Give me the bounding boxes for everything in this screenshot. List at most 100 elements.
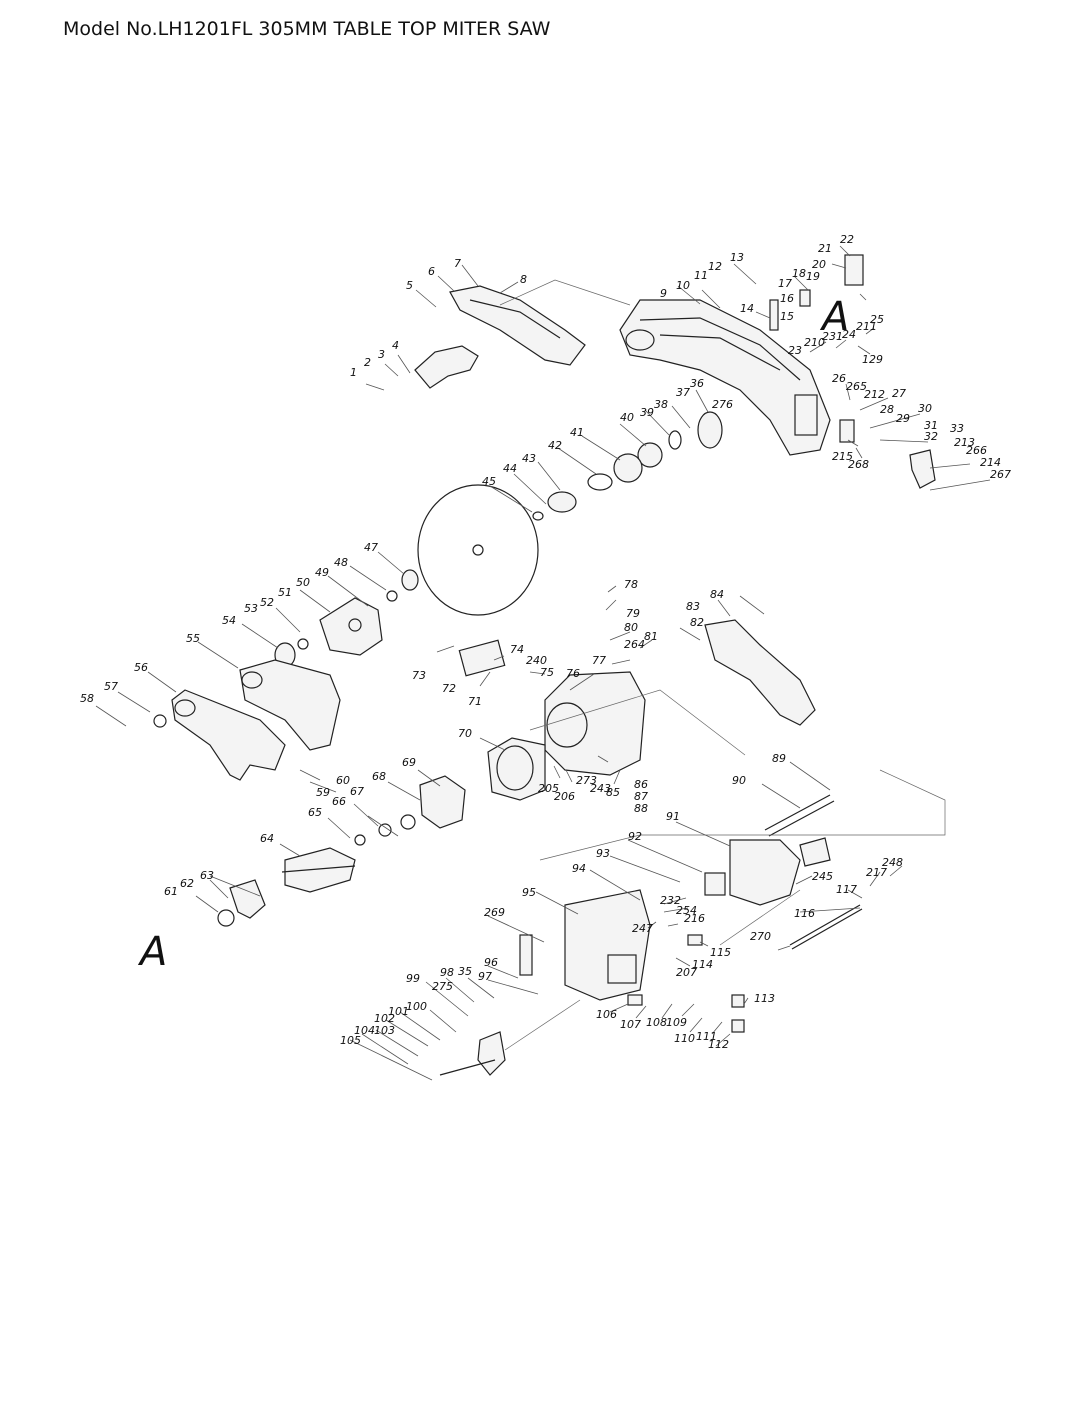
callout-70: 70 [458, 727, 472, 740]
callout-61: 61 [164, 885, 178, 898]
callout-59: 59 [316, 786, 330, 799]
callout-248: 248 [882, 856, 903, 869]
callout-1: 1 [350, 366, 357, 379]
callout-60: 60 [336, 774, 350, 787]
leader-lines [95, 245, 991, 1081]
callout-92: 92 [628, 830, 642, 843]
callout-13: 13 [730, 251, 744, 264]
callout-106: 106 [596, 1008, 617, 1021]
callout-labels: 1 2 3 4 5 6 7 8 9 10 11 12 13 14 15 16 1… [80, 233, 1011, 1051]
section-marker-a-bottom: A [137, 929, 167, 975]
callout-96: 96 [484, 956, 498, 969]
callout-95: 95 [522, 886, 536, 899]
cover-washer [153, 714, 167, 728]
callout-63: 63 [200, 869, 214, 882]
callout-80: 80 [624, 621, 638, 634]
callout-107: 107 [620, 1018, 641, 1031]
callout-29: 29 [896, 412, 910, 425]
callout-270: 270 [750, 930, 771, 943]
callout-69: 69 [402, 756, 416, 769]
callout-21: 21 [818, 242, 832, 255]
callout-16: 16 [780, 292, 794, 305]
callout-9: 9 [660, 287, 667, 300]
callout-72: 72 [442, 682, 456, 695]
callout-83: 83 [686, 600, 700, 613]
handle-arm [704, 619, 816, 726]
callout-38: 38 [654, 398, 668, 411]
callout-58: 58 [80, 692, 94, 705]
handle-shaft [764, 794, 835, 837]
callout-84: 84 [710, 588, 724, 601]
motor-band [419, 775, 466, 829]
callout-78: 78 [624, 578, 638, 591]
callout-266: 266 [966, 444, 987, 457]
callout-129: 129 [862, 353, 883, 366]
callout-97: 97 [478, 970, 492, 983]
callout-51: 51 [278, 586, 292, 599]
callout-53: 53 [244, 602, 258, 615]
callout-109: 109 [666, 1016, 687, 1029]
callout-232: 232 [660, 894, 681, 907]
callout-231: 231 [822, 330, 843, 343]
callout-73: 73 [412, 669, 426, 682]
callout-41: 41 [570, 426, 584, 439]
callout-90: 90 [732, 774, 746, 787]
callout-32: 32 [924, 430, 938, 443]
callout-18: 18 [792, 267, 806, 280]
callout-79: 79 [626, 607, 640, 620]
callout-45: 45 [482, 475, 496, 488]
callout-105: 105 [340, 1034, 361, 1047]
callout-213: 213 [954, 436, 975, 449]
callout-44: 44 [503, 462, 517, 475]
callout-214: 214 [980, 456, 1001, 469]
callout-85: 85 [606, 786, 620, 799]
callout-81: 81 [644, 630, 658, 643]
callout-37: 37 [676, 386, 690, 399]
callout-14: 14 [740, 302, 754, 315]
callout-54: 54 [222, 614, 236, 627]
callout-99: 99 [406, 972, 420, 985]
callout-98: 98 [440, 966, 454, 979]
callout-88: 88 [634, 802, 648, 815]
callout-12: 12 [708, 260, 722, 273]
handle-grip [729, 837, 831, 906]
callout-11: 11 [694, 269, 708, 282]
callout-215: 215 [832, 450, 853, 463]
callout-20: 20 [812, 258, 826, 271]
callout-216: 216 [684, 912, 705, 925]
callout-55: 55 [186, 632, 200, 645]
callout-65: 65 [308, 806, 322, 819]
callout-211: 211 [856, 320, 877, 333]
callout-31: 31 [924, 419, 938, 432]
fan-baffle [217, 879, 266, 927]
callout-82: 82 [690, 616, 704, 629]
callout-103: 103 [374, 1024, 395, 1037]
callout-76: 76 [566, 667, 580, 680]
callout-26: 26 [832, 372, 846, 385]
callout-210: 210 [804, 336, 825, 349]
callout-56: 56 [134, 661, 148, 674]
callout-15: 15 [780, 310, 794, 323]
callout-10: 10 [676, 279, 690, 292]
callout-52: 52 [260, 596, 274, 609]
callout-275: 275 [432, 980, 453, 993]
callout-7: 7 [454, 257, 461, 270]
callout-25: 25 [870, 313, 884, 326]
callout-62: 62 [180, 877, 194, 890]
callout-217: 217 [866, 866, 887, 879]
callout-264: 264 [624, 638, 645, 651]
callout-108: 108 [646, 1016, 667, 1029]
switch-parts [519, 872, 745, 1033]
lower-blade-guard [319, 597, 383, 656]
assembly-reference-lines [499, 279, 946, 1051]
callout-17: 17 [778, 277, 792, 290]
guide-rod [789, 904, 863, 950]
callout-245: 245 [812, 870, 833, 883]
callout-113: 113 [754, 992, 775, 1005]
callout-89: 89 [772, 752, 786, 765]
callout-86: 86 [634, 778, 648, 791]
callout-75: 75 [540, 666, 554, 679]
callout-6: 6 [428, 265, 435, 278]
callout-265: 265 [846, 380, 867, 393]
